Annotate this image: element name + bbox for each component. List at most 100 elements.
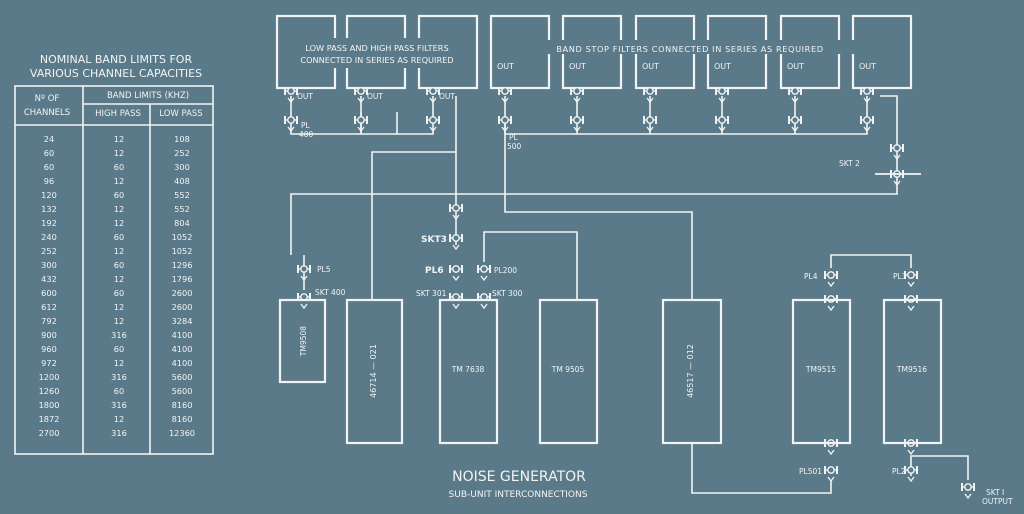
bs-link-connector-3 bbox=[643, 116, 657, 133]
lp-link-connector-2 bbox=[354, 116, 368, 133]
table-cell: 60 bbox=[44, 162, 54, 172]
table-cell: 12 bbox=[114, 316, 124, 326]
pl500-label: PL bbox=[509, 133, 519, 142]
sub-units: TM9508 46714 — 021 TM 7638 TM 9505 46517… bbox=[278, 298, 943, 445]
table-cell: 12 bbox=[114, 218, 124, 228]
pl3-label: PL3 bbox=[893, 272, 907, 281]
col-header-band-limits: BAND LIMITS (KHZ) bbox=[107, 91, 189, 101]
table-cell: 5600 bbox=[172, 372, 193, 382]
table-cell: 1260 bbox=[39, 386, 60, 396]
table-cell: 108 bbox=[174, 134, 190, 144]
bs-out-connector-5 bbox=[788, 87, 802, 104]
pl501-connector bbox=[824, 466, 838, 483]
table-cell: 60 bbox=[114, 162, 124, 172]
lp-hp-filters-label-line1: LOW PASS AND HIGH PASS FILTERS bbox=[305, 43, 448, 53]
table-cell: 12 bbox=[114, 414, 124, 424]
table-cell: 192 bbox=[41, 218, 57, 228]
table-cell: 1872 bbox=[39, 414, 60, 424]
skt3-label: SKT3 bbox=[421, 235, 447, 245]
skt400-label: SKT 400 bbox=[315, 288, 346, 297]
bs-out-connector-6 bbox=[860, 87, 874, 104]
bs-out-label-2: OUT bbox=[569, 62, 586, 71]
table-cell: 60 bbox=[114, 190, 124, 200]
bs-link-connector-5 bbox=[788, 116, 802, 133]
pl3-connector bbox=[904, 271, 918, 288]
table-cell: 8160 bbox=[172, 414, 193, 424]
pl400-connector bbox=[284, 116, 298, 133]
unit-label-tm9515: TM9515 bbox=[805, 365, 836, 374]
bs-end-to-skt2 bbox=[880, 95, 898, 176]
pl2-label: PL2 bbox=[892, 467, 906, 476]
pl4-connector bbox=[824, 271, 838, 288]
pl200-to-tm9505 bbox=[483, 231, 578, 300]
unit-label-tm9505: TM 9505 bbox=[551, 365, 585, 374]
bs-link-connector-4 bbox=[715, 116, 729, 133]
diagram-subtitle: SUB-UNIT INTERCONNECTIONS bbox=[449, 490, 588, 500]
pl2-to-skt1 bbox=[910, 455, 969, 480]
lp-out-label-3: OUT bbox=[439, 92, 455, 101]
table-cell: 552 bbox=[174, 190, 190, 200]
table-title-line2: VARIOUS CHANNEL CAPACITIES bbox=[30, 67, 202, 80]
bs-link-connector-6 bbox=[860, 116, 874, 133]
connector-labels: PL 400 PL 500 SKT 2 SKT3 PL6 PL200 SKT 3… bbox=[299, 121, 1013, 506]
unit-label-46714: 46714 — 021 bbox=[369, 344, 378, 398]
unit-label-tm9516: TM9516 bbox=[896, 365, 927, 374]
col-header-channels-line1: Nº OF bbox=[35, 94, 60, 104]
lp-hp-filters-label-line2: CONNECTED IN SERIES AS REQUIRED bbox=[300, 55, 453, 65]
46517-to-pl501 bbox=[691, 442, 832, 494]
table-cell: 4100 bbox=[172, 358, 193, 368]
table-cell: 432 bbox=[41, 274, 57, 284]
lp-out-label-2: OUT bbox=[367, 92, 383, 101]
table-cell: 1052 bbox=[172, 232, 193, 242]
table-cell: 4100 bbox=[172, 344, 193, 354]
tm9516-bottom-connector bbox=[904, 439, 918, 456]
band-stop-filters-label: BAND STOP FILTERS CONNECTED IN SERIES AS… bbox=[556, 44, 823, 54]
interconnect-wiring bbox=[290, 95, 969, 494]
table-cell: 552 bbox=[174, 204, 190, 214]
col-header-high-pass: HIGH PASS bbox=[95, 109, 141, 119]
pl6-label: PL6 bbox=[425, 266, 444, 276]
table-cell: 60 bbox=[114, 344, 124, 354]
table-cell: 12 bbox=[114, 204, 124, 214]
table-cell: 1052 bbox=[172, 246, 193, 256]
table-cell: 132 bbox=[41, 204, 57, 214]
table-cell: 316 bbox=[111, 372, 127, 382]
table-cell: 12 bbox=[114, 134, 124, 144]
pl5-connector bbox=[297, 265, 311, 282]
table-cell: 600 bbox=[41, 288, 57, 298]
table-cell: 316 bbox=[111, 428, 127, 438]
lp-out-connector-2 bbox=[354, 87, 368, 104]
skt2-return-wire bbox=[290, 176, 898, 255]
skt1-output-connector bbox=[961, 483, 975, 500]
unit-box-46517 bbox=[661, 298, 723, 445]
pl6-connector bbox=[449, 265, 463, 282]
table-cell: 252 bbox=[41, 246, 57, 256]
connector-symbols bbox=[284, 87, 975, 500]
bs-out-connector-2 bbox=[570, 87, 584, 104]
unit-box-tm9508 bbox=[278, 298, 327, 384]
unit-label-tm9508: TM9508 bbox=[299, 326, 308, 357]
pl4-socket bbox=[824, 295, 838, 312]
bs-out-connector-4 bbox=[715, 87, 729, 104]
skt2-plug bbox=[890, 144, 904, 161]
table-cell: 60 bbox=[44, 148, 54, 158]
band-limits-table: NOMINAL BAND LIMITS FOR VARIOUS CHANNEL … bbox=[14, 53, 214, 455]
bs-out-label-4: OUT bbox=[714, 62, 731, 71]
unit-box-tm7638 bbox=[438, 298, 499, 445]
table-cell: 240 bbox=[41, 232, 57, 242]
lp-chain-wire bbox=[290, 96, 434, 135]
table-cell: 60 bbox=[114, 386, 124, 396]
lp-out-connector-1 bbox=[284, 87, 298, 104]
bs-out-label-3: OUT bbox=[642, 62, 659, 71]
pl200-label: PL200 bbox=[494, 266, 517, 275]
table-cell: 1296 bbox=[172, 260, 193, 270]
skt1-label-line1: SKT I bbox=[986, 488, 1004, 497]
skt301-label: SKT 301 bbox=[416, 289, 447, 298]
bs-out-to-46517 bbox=[504, 96, 693, 300]
pl500-number: 500 bbox=[507, 142, 522, 151]
bs-out-connector-3 bbox=[643, 87, 657, 104]
table-cell: 2600 bbox=[172, 288, 193, 298]
skt301-connector bbox=[449, 293, 463, 310]
table-cell: 408 bbox=[174, 176, 190, 186]
